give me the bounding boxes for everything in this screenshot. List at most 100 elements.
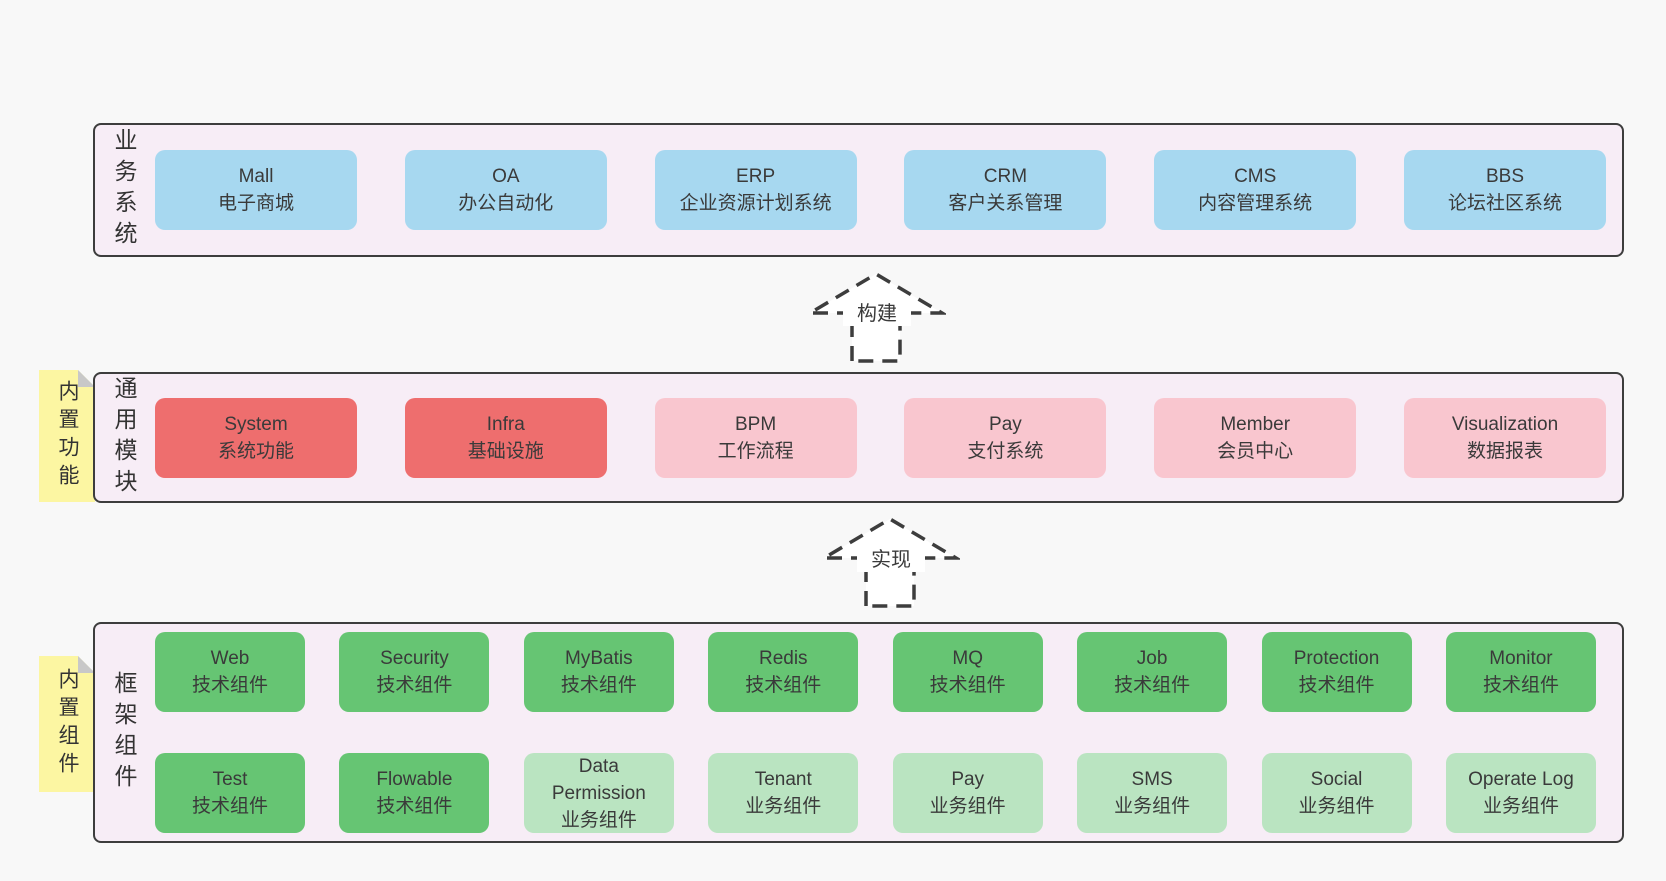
box-subtitle: 系统功能 [217, 440, 294, 462]
box-data-permission: Data Permission 业务组件 [523, 753, 674, 833]
box-subtitle: 业务组件 [560, 809, 637, 831]
box-title: Operate Log [1468, 769, 1574, 790]
box-subtitle: 技术组件 [560, 675, 637, 696]
box-redis: Redis 技术组件 [708, 632, 859, 712]
box-title: Test [212, 769, 248, 790]
box-subtitle: 工作流程 [717, 440, 794, 462]
box-title: Web [210, 648, 250, 669]
box-tenant: Tenant 业务组件 [708, 753, 859, 833]
box-title: Social [1310, 769, 1363, 790]
common-modules-boxes: System 系统功能 Infra 基础设施 BPM 工作流程 Pay 支付系统… [153, 374, 1622, 501]
box-title: Flowable [376, 769, 453, 790]
box-flowable: Flowable 技术组件 [339, 753, 490, 833]
box-subtitle: 技术组件 [1114, 675, 1191, 696]
box-subtitle: 办公自动化 [458, 193, 554, 214]
sticky-note-label: 内置组件 [56, 668, 79, 780]
box-title: Protection [1293, 648, 1380, 669]
box-subtitle: 技术组件 [191, 675, 268, 696]
box-system: System 系统功能 [155, 397, 357, 478]
box-subtitle: 业务组件 [1298, 796, 1375, 817]
box-test: Test 技术组件 [155, 753, 305, 833]
box-protection: Protection 技术组件 [1261, 632, 1412, 712]
sticky-note-label: 内置功能 [56, 380, 79, 492]
box-subtitle: 业务组件 [929, 796, 1006, 817]
sticky-note-builtin-features: 内置功能 [39, 370, 95, 502]
box-visualization: Visualization 数据报表 [1403, 397, 1606, 478]
box-operate-log: Operate Log 业务组件 [1445, 753, 1596, 833]
box-title: CMS [1234, 166, 1277, 187]
box-mq: MQ 技术组件 [892, 632, 1043, 712]
box-subtitle: 业务组件 [1482, 796, 1559, 817]
box-subtitle: 论坛社区系统 [1447, 193, 1562, 214]
box-cms: CMS 内容管理系统 [1154, 150, 1357, 230]
box-mall: Mall 电子商城 [155, 150, 357, 230]
box-title: Monitor [1489, 648, 1553, 669]
framework-row-1: Web 技术组件 Security 技术组件 MyBatis 技术组件 Redi… [153, 624, 1622, 720]
box-subtitle: 内容管理系统 [1198, 193, 1313, 214]
box-subtitle: 技术组件 [745, 675, 822, 696]
box-title: BBS [1485, 166, 1524, 187]
band-title-common-modules: 通用模块 [111, 375, 137, 500]
box-title: SMS [1131, 769, 1173, 790]
box-subtitle: 技术组件 [191, 796, 268, 817]
box-mybatis: MyBatis 技术组件 [523, 632, 674, 712]
box-title: CRM [983, 166, 1028, 187]
box-subtitle: 支付系统 [967, 440, 1044, 462]
box-security: Security 技术组件 [339, 632, 490, 712]
box-infra: Infra 基础设施 [404, 397, 607, 478]
box-subtitle: 企业资源计划系统 [679, 193, 832, 214]
box-subtitle: 技术组件 [1482, 675, 1559, 696]
box-sms: SMS 业务组件 [1077, 753, 1228, 833]
box-title: Security [380, 648, 449, 669]
box-title: MQ [952, 648, 983, 669]
box-title: Tenant [754, 769, 812, 790]
band-business-systems: 业务系统 Mall 电子商城 OA 办公自动化 ERP 企业资源计划系统 CRM… [93, 123, 1624, 257]
box-web: Web 技术组件 [155, 632, 305, 712]
box-title: System [224, 413, 288, 435]
box-social: Social 业务组件 [1261, 753, 1412, 833]
arrow-label-build: 构建 [843, 297, 911, 326]
box-title: Pay [951, 769, 985, 790]
box-title: Member [1220, 413, 1291, 435]
box-title: Visualization [1451, 413, 1559, 435]
framework-components-rows: Web 技术组件 Security 技术组件 MyBatis 技术组件 Redi… [153, 624, 1622, 841]
band-common-modules: 通用模块 System 系统功能 Infra 基础设施 BPM 工作流程 Pay… [93, 372, 1624, 503]
band-title-business-systems: 业务系统 [111, 128, 137, 252]
box-title: Mall [238, 166, 274, 187]
framework-row-2: Test 技术组件 Flowable 技术组件 Data Permission … [153, 745, 1622, 841]
arrow-label-implement: 实现 [857, 543, 925, 572]
sticky-note-builtin-components: 内置组件 [39, 656, 95, 792]
box-title: BPM [735, 413, 777, 435]
box-title: Redis [758, 648, 808, 669]
box-title: Pay [989, 413, 1022, 435]
box-title: Job [1136, 648, 1168, 669]
box-subtitle: 数据报表 [1466, 440, 1543, 462]
box-title: MyBatis [565, 648, 633, 669]
box-pay-biz: Pay 业务组件 [892, 753, 1043, 833]
box-subtitle: 技术组件 [1298, 675, 1375, 696]
box-subtitle: 客户关系管理 [948, 193, 1063, 214]
business-systems-boxes: Mall 电子商城 OA 办公自动化 ERP 企业资源计划系统 CRM 客户关系… [153, 125, 1622, 255]
box-title: ERP [736, 166, 776, 187]
box-title: Infra [486, 413, 525, 435]
band-title-framework-components: 框架组件 [111, 670, 137, 795]
box-oa: OA 办公自动化 [404, 150, 607, 230]
box-crm: CRM 客户关系管理 [904, 150, 1107, 230]
box-member: Member 会员中心 [1154, 397, 1357, 478]
box-monitor: Monitor 技术组件 [1445, 632, 1596, 712]
box-subtitle: 技术组件 [376, 796, 453, 817]
box-subtitle: 业务组件 [1114, 796, 1191, 817]
box-subtitle: 会员中心 [1217, 440, 1294, 462]
box-bpm: BPM 工作流程 [654, 397, 857, 478]
box-subtitle: 技术组件 [376, 675, 453, 696]
box-erp: ERP 企业资源计划系统 [654, 150, 857, 230]
box-subtitle: 基础设施 [467, 440, 544, 462]
box-bbs: BBS 论坛社区系统 [1403, 150, 1606, 230]
box-title: OA [492, 166, 520, 187]
box-pay: Pay 支付系统 [904, 397, 1107, 478]
box-subtitle: 电子商城 [217, 193, 294, 214]
band-framework-components: 框架组件 Web 技术组件 Security 技术组件 MyBatis 技术组件… [93, 622, 1624, 843]
box-subtitle: 业务组件 [745, 796, 822, 817]
box-job: Job 技术组件 [1077, 632, 1228, 712]
